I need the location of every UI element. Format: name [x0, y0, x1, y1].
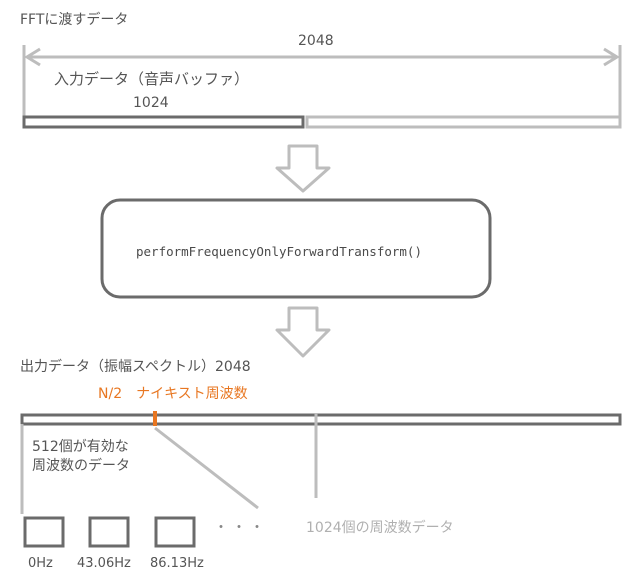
bin-label-2: 86.13Hz [150, 556, 204, 571]
fft-buffer-bar [22, 115, 622, 129]
diagram-title: FFTに渡すデータ [20, 12, 129, 28]
output-data-label: 出力データ（振幅スペクトル）2048 [20, 359, 251, 375]
dimension-arrow-left-icon [24, 47, 41, 67]
bins-count-label: 1024個の周波数データ [306, 520, 454, 536]
output-spectrum-bar [20, 413, 622, 426]
function-name: performFrequencyOnlyForwardTransform() [136, 244, 422, 259]
input-buffer-segment [22, 115, 305, 129]
ellipsis: ・・・ [214, 520, 268, 536]
down-arrow-icon-2 [275, 306, 331, 358]
nyquist-pointer-line [154, 426, 259, 510]
input-data-label: 入力データ（音声バッファ） [54, 70, 250, 88]
function-box [100, 198, 492, 299]
bin-box-0 [23, 516, 65, 548]
valid-bins-label-line2: 周波数のデータ [32, 458, 130, 474]
fft-size-label: 2048 [298, 33, 334, 49]
fft-size-dimension [22, 45, 622, 118]
zero-padding-segment [305, 115, 622, 129]
valid-bins-label-line1: 512個が有効な [32, 439, 129, 455]
input-size-label: 1024 [133, 95, 169, 111]
nyquist-label: N/2 ナイキスト周波数 [98, 386, 248, 402]
bin-label-0: 0Hz [28, 556, 53, 571]
dimension-arrow-right-icon [603, 47, 620, 67]
bin-label-1: 43.06Hz [77, 556, 131, 571]
down-arrow-icon-1 [275, 144, 331, 193]
nyquist-marker [153, 411, 157, 426]
bin-box-2 [154, 516, 196, 548]
bin-box-1 [88, 516, 130, 548]
